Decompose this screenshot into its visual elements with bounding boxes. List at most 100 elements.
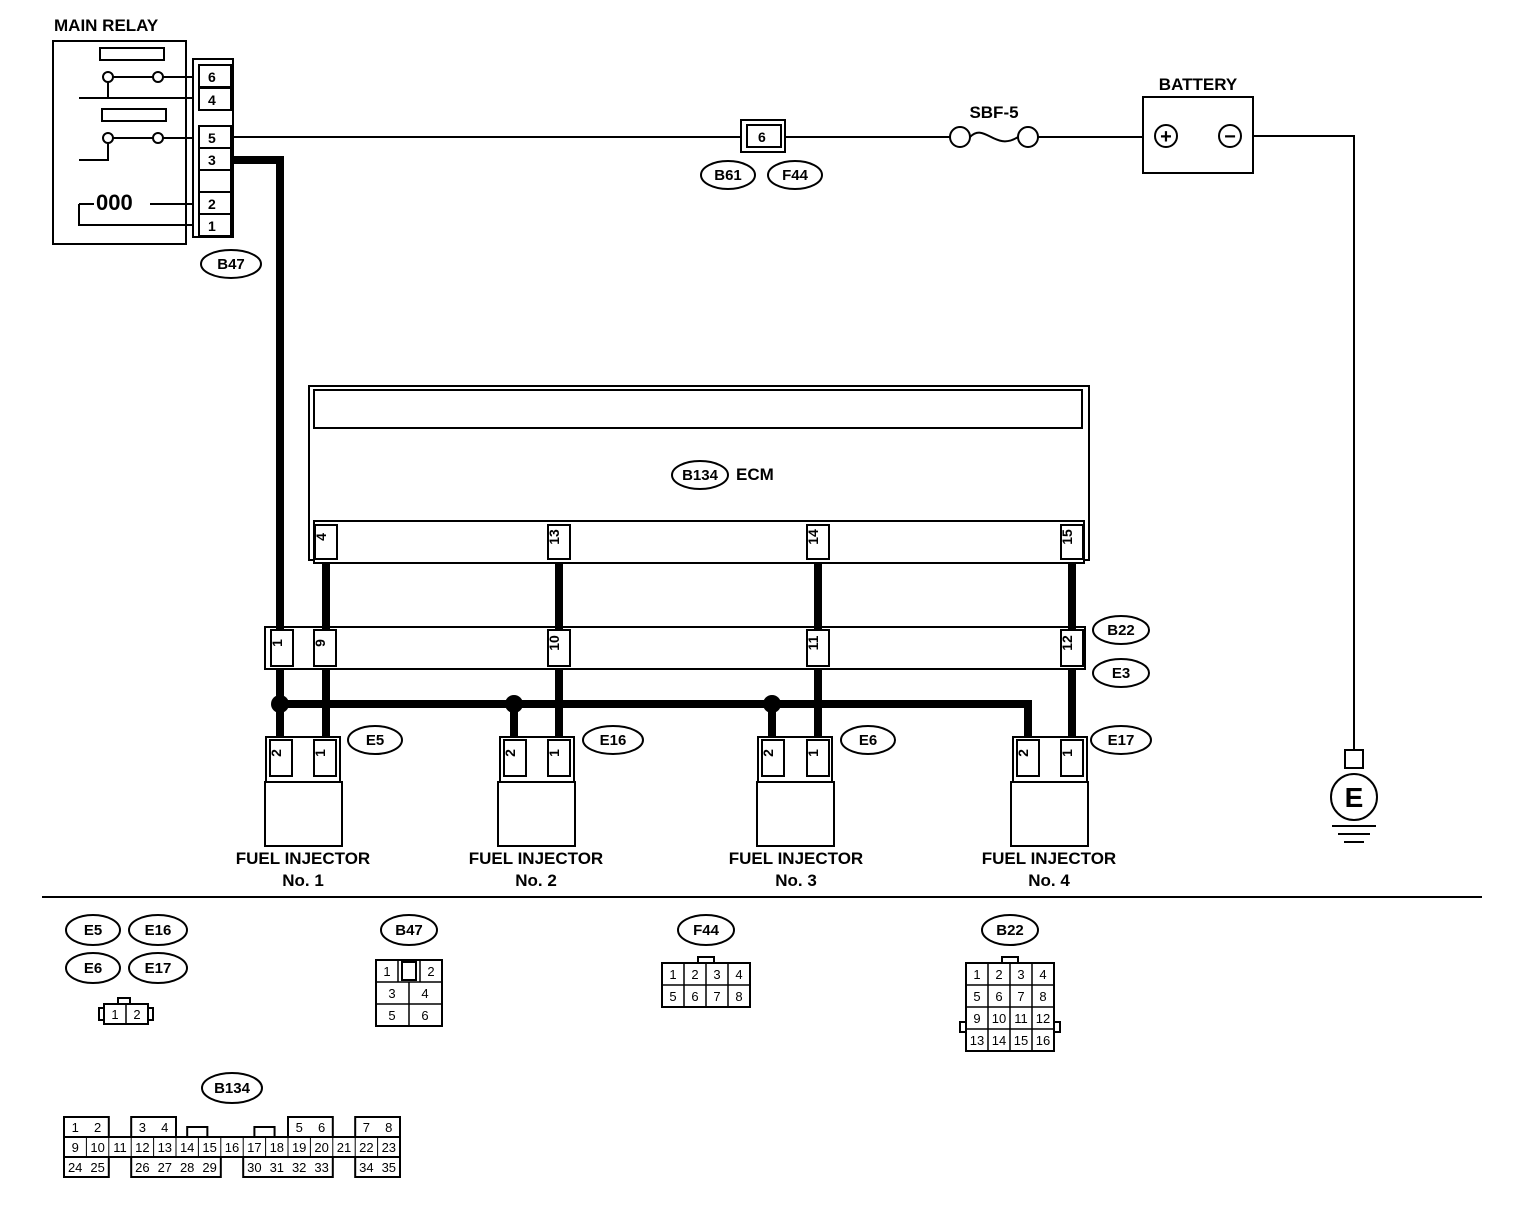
legend-pin: 14	[992, 1033, 1006, 1048]
connector-tag-e3	[1092, 658, 1150, 688]
legend-pin: 16	[225, 1140, 239, 1155]
legend-pin: 13	[158, 1140, 172, 1155]
legend-pin-cell	[186, 1126, 209, 1138]
legend-pin: 27	[158, 1160, 172, 1175]
legend-pin: 9	[973, 1011, 980, 1026]
fuse-terminal	[949, 126, 971, 148]
ecm-pin: 13	[546, 529, 562, 545]
connector-tag-f44	[767, 160, 823, 190]
connector-tag-e6	[840, 725, 896, 755]
connector-tag-b47	[200, 249, 262, 279]
legend-pin: 11	[113, 1140, 127, 1155]
legend-pin: 2	[995, 967, 1002, 982]
injector-label: FUEL INJECTOR	[982, 849, 1116, 868]
ecm-connector-strip	[313, 520, 1085, 564]
connector-tag-f44-text: F44	[782, 167, 809, 184]
connector-tag-e17	[1090, 725, 1152, 755]
legend-pin: 6	[995, 989, 1002, 1004]
battery-minus-icon: −	[1224, 126, 1236, 148]
legend-pin: 2	[691, 967, 698, 982]
legend-pin: 17	[247, 1140, 261, 1155]
legend-pin: 10	[90, 1140, 104, 1155]
legend-pin: 18	[270, 1140, 284, 1155]
injector-label: FUEL INJECTOR	[729, 849, 863, 868]
legend-pin: 2	[427, 964, 434, 979]
legend-pin: 4	[1039, 967, 1046, 982]
legend-pin: 24	[68, 1160, 82, 1175]
ecm-pin: 14	[805, 529, 821, 545]
legend-pin: 6	[318, 1120, 325, 1135]
relay-pin-column: 6 4 5 3 2 1	[198, 64, 232, 237]
wire-supply-branches	[510, 704, 776, 740]
legend-pin: 5	[296, 1120, 303, 1135]
ecm-top-band	[313, 389, 1083, 429]
relay-contact-bar	[99, 47, 165, 61]
splice-dot	[505, 695, 523, 713]
legend-pin: 4	[735, 967, 742, 982]
legend-pin: 7	[363, 1120, 370, 1135]
legend-tag: E16	[145, 922, 172, 939]
legend-tag: F44	[693, 922, 720, 939]
injector-pin: 2	[502, 749, 518, 757]
relay-contact-terminal	[102, 71, 114, 83]
ecm: B134 ECM 4 13 14 15	[308, 385, 1090, 564]
injector-number: No. 2	[515, 871, 557, 890]
connector-tag-b22	[1092, 615, 1150, 645]
ecm-pins: 4 13 14 15	[313, 524, 1084, 560]
wire-battery-to-ground	[1253, 135, 1355, 750]
legend-pin: 8	[385, 1120, 392, 1135]
fuel-injector-1: 2 1 E5 FUEL INJECTOR No. 1	[236, 725, 403, 890]
b22-connector-strip	[264, 626, 1086, 670]
connector-tag-e6-text: E6	[859, 732, 877, 749]
injector-label: FUEL INJECTOR	[469, 849, 603, 868]
legend-pin: 19	[292, 1140, 306, 1155]
connector-b22-e3: 1 9 10 11 12 B22 E3	[264, 615, 1150, 688]
connector-tag-b61	[700, 160, 756, 190]
ground-icon: E	[1345, 782, 1364, 813]
injector-number: No. 1	[282, 871, 324, 890]
connector-tag-b61-text: B61	[714, 167, 742, 184]
injector-number: No. 3	[775, 871, 817, 890]
injector-pin: 2	[1015, 749, 1031, 757]
legend-pin: 22	[359, 1140, 373, 1155]
legend-tag: B134	[214, 1080, 251, 1097]
legend-pin: 15	[202, 1140, 216, 1155]
fuse-element	[969, 131, 1019, 143]
injector-label: FUEL INJECTOR	[236, 849, 370, 868]
connector-tag-e17-text: E17	[1108, 732, 1135, 749]
fuel-injector-3: 2 1 E6 FUEL INJECTOR No. 3	[729, 725, 896, 890]
fuse-terminal	[1017, 126, 1039, 148]
legend-pin: 3	[139, 1120, 146, 1135]
b22-pin: 9	[312, 639, 328, 647]
battery-plus-icon: +	[1160, 126, 1172, 148]
ecm-pin: 15	[1059, 529, 1075, 545]
ground-symbol	[1330, 773, 1378, 821]
legend-pin: 3	[713, 967, 720, 982]
injector-number: No. 4	[1028, 871, 1070, 890]
legend-pin: 25	[90, 1160, 104, 1175]
ground-terminal	[1344, 749, 1364, 769]
main-relay: MAIN RELAY 000 6 4 5 3 2 1 B47	[52, 16, 262, 279]
ecm-pin: 4	[313, 533, 329, 541]
legend-pin: 21	[337, 1140, 351, 1155]
legend-pin: 35	[382, 1160, 396, 1175]
connector-tag-e5	[347, 725, 403, 755]
legend-pin: 2	[94, 1120, 101, 1135]
legend-pin: 9	[72, 1140, 79, 1155]
legend-pin: 1	[111, 1007, 118, 1022]
relay-contact-terminal	[152, 71, 164, 83]
legend-pin: 31	[270, 1160, 284, 1175]
legend-pin: 4	[421, 986, 428, 1001]
legend-pin: 5	[973, 989, 980, 1004]
injector-pin: 1	[546, 749, 562, 757]
b22-pin: 11	[805, 635, 821, 650]
legend-tag: B47	[395, 922, 423, 939]
legend-pin: 5	[388, 1008, 395, 1023]
legend-pin: 13	[970, 1033, 984, 1048]
fuel-injector-2: 2 1 E16 FUEL INJECTOR No. 2	[469, 725, 644, 890]
legend-pin: 15	[1014, 1033, 1028, 1048]
legend-pin-cell	[253, 1126, 276, 1138]
